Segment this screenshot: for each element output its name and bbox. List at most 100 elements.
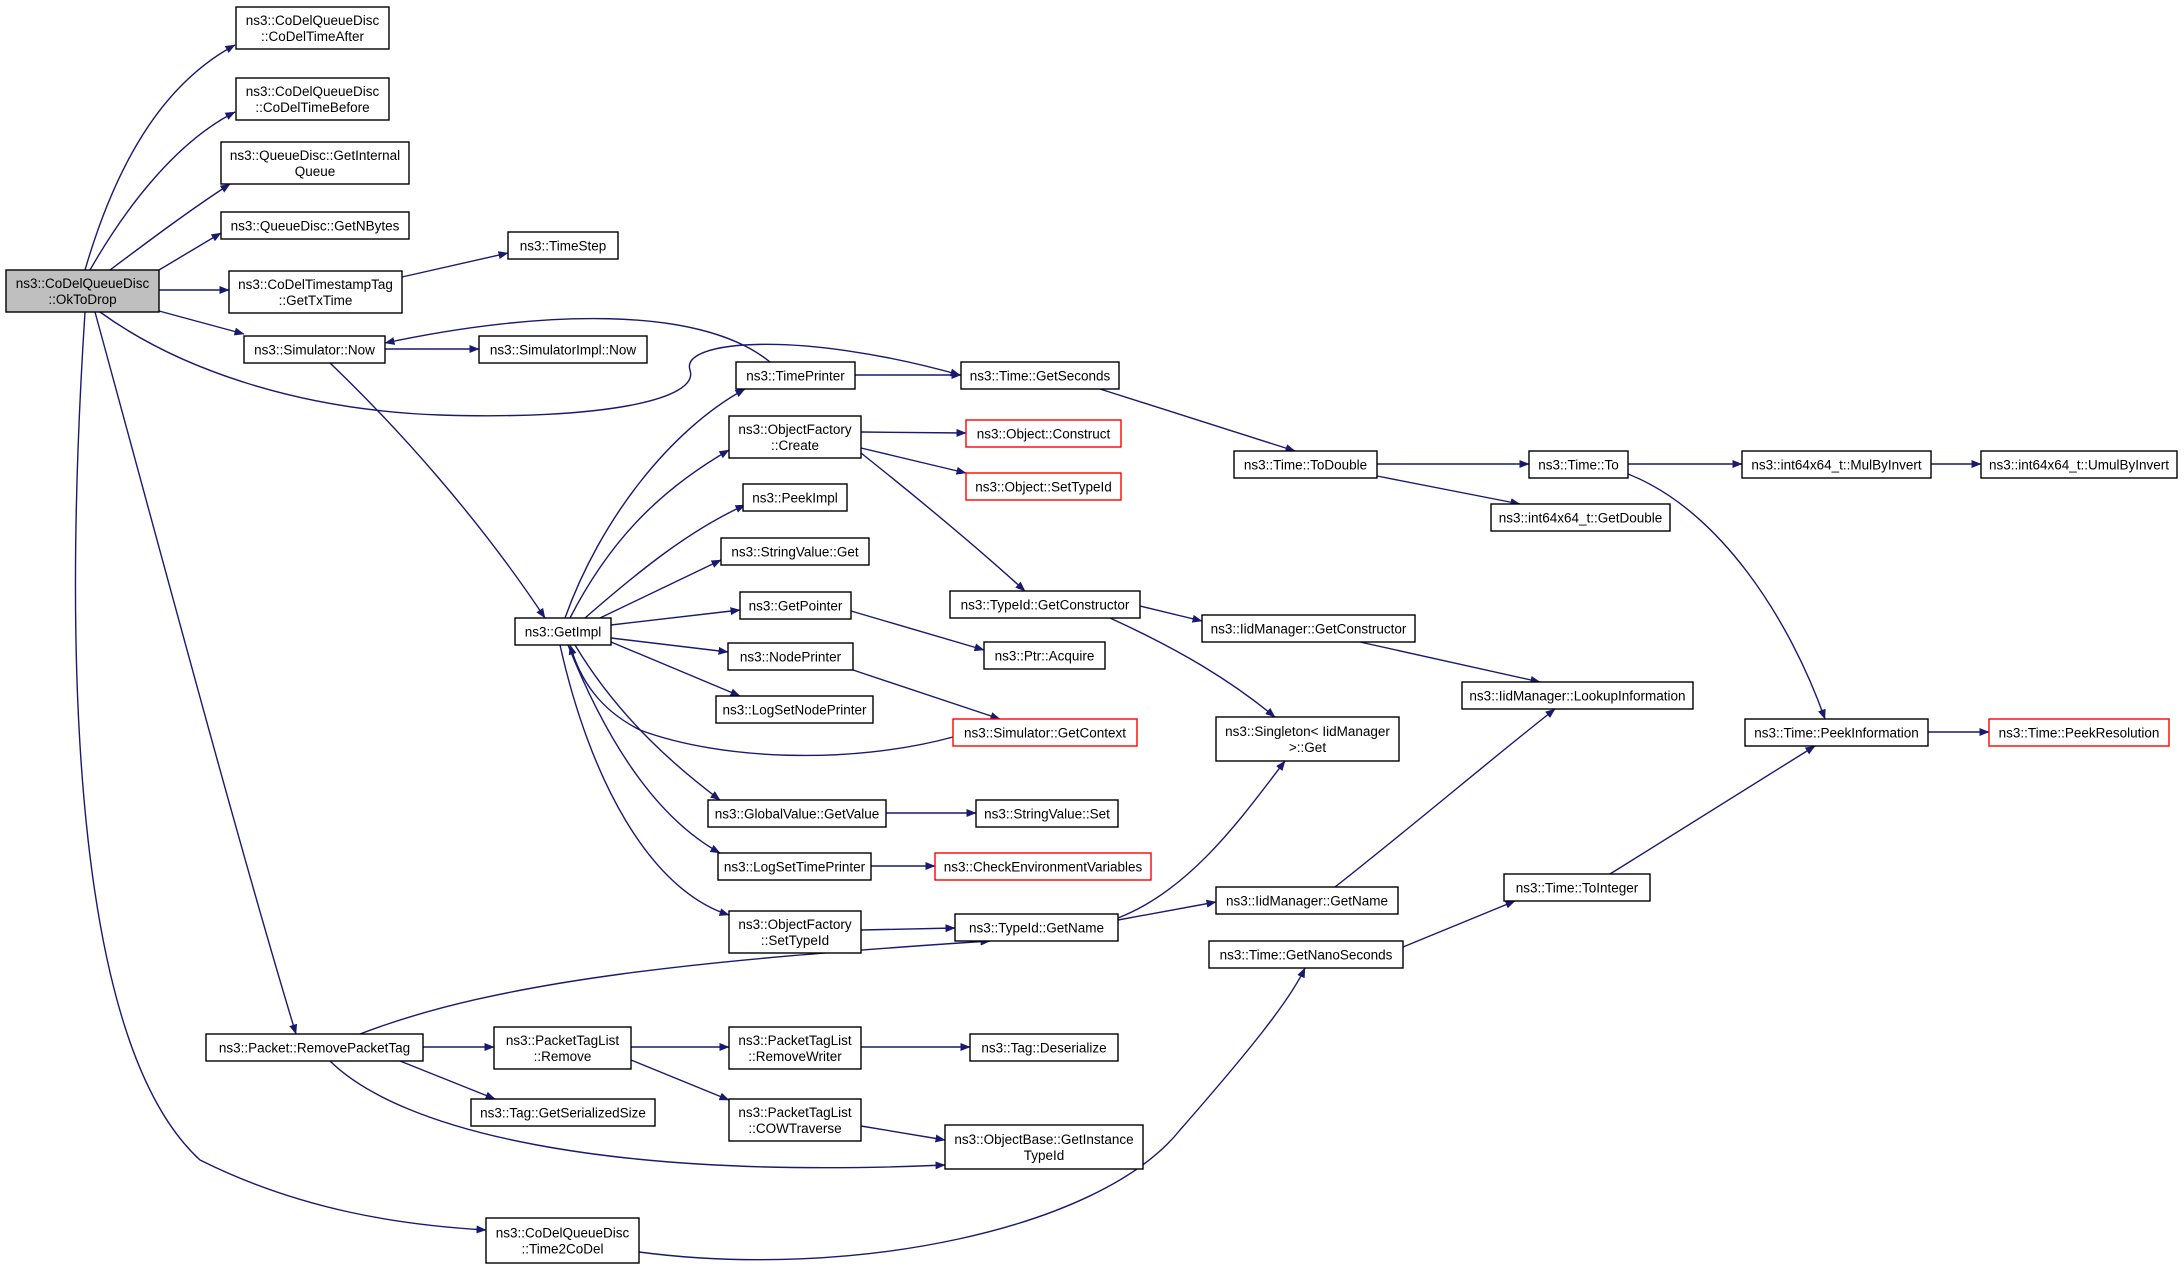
graph-node-stringValueSet[interactable]: ns3::StringValue::Set (975, 799, 1119, 828)
graph-node-tagDeserialize[interactable]: ns3::Tag::Deserialize (969, 1033, 1119, 1062)
edge-getImpl-to-objectFactorySetTypeId (559, 644, 730, 916)
edge-cowTraverse-to-getInstanceTypeId (860, 1125, 946, 1143)
graph-node-timePrinter[interactable]: ns3::TimePrinter (735, 361, 856, 390)
node-label: ns3::Time::PeekInformation (1754, 726, 1919, 741)
graph-node-simulatorImplNow[interactable]: ns3::SimulatorImpl::Now (478, 335, 648, 364)
graph-node-int64GetDouble[interactable]: ns3::int64x64_t::GetDouble (1490, 503, 1671, 532)
node-label: ns3::Simulator::GetContext (964, 726, 1126, 741)
node-box (1215, 886, 1399, 915)
graph-node-timeToDouble[interactable]: ns3::Time::ToDouble (1233, 450, 1378, 479)
node-label: ns3::QueueDisc::GetNBytes (231, 219, 400, 234)
node-label: ns3::Object::Construct (977, 427, 1111, 442)
graph-node-checkEnvVars[interactable]: ns3::CheckEnvironmentVariables (934, 852, 1152, 881)
node-layer: ns3::CoDelQueueDisc::OkToDropns3::CoDelQ… (5, 6, 2178, 1264)
node-label: ns3::GlobalValue::GetValue (715, 807, 880, 822)
node-box (739, 591, 852, 620)
edge-okToDrop-to-codelTimeAfter (84, 44, 236, 271)
node-label: ::Time2CoDel (521, 1242, 603, 1257)
graph-node-typeIdGetConstructor[interactable]: ns3::TypeId::GetConstructor (949, 590, 1141, 619)
node-box (707, 799, 887, 828)
edge-simulatorGetContext-to-getImpl (568, 644, 954, 757)
node-label: ns3::CoDelTimestampTag (238, 277, 393, 292)
graph-node-tagGetSerializedSize[interactable]: ns3::Tag::GetSerializedSize (470, 1098, 656, 1127)
node-label: ns3::ObjectBase::GetInstance (954, 1132, 1133, 1147)
node-box (944, 1124, 1144, 1170)
graph-node-ptrAcquire[interactable]: ns3::Ptr::Acquire (983, 641, 1106, 670)
graph-node-simulatorNow[interactable]: ns3::Simulator::Now (243, 335, 386, 364)
graph-node-iidGetConstructor[interactable]: ns3::IidManager::GetConstructor (1201, 614, 1416, 643)
graph-node-timeStep[interactable]: ns3::TimeStep (507, 231, 619, 260)
node-box (478, 335, 648, 364)
graph-node-objectSetTypeId[interactable]: ns3::Object::SetTypeId (965, 472, 1122, 501)
node-box (965, 472, 1122, 501)
graph-node-iidGetName[interactable]: ns3::IidManager::GetName (1215, 886, 1399, 915)
node-box (235, 77, 390, 121)
graph-node-removePacketTag[interactable]: ns3::Packet::RemovePacketTag (205, 1033, 424, 1062)
node-box (715, 695, 874, 724)
node-label: ns3::Packet::RemovePacketTag (219, 1041, 410, 1056)
graph-node-objectFactorySetTypeId[interactable]: ns3::ObjectFactory::SetTypeId (728, 910, 862, 954)
graph-node-typeIdGetName[interactable]: ns3::TypeId::GetName (954, 913, 1119, 942)
edge-getImpl-to-stringValueGet (599, 559, 722, 619)
node-label: ns3::Time::ToDouble (1244, 458, 1367, 473)
node-label: ns3::CoDelQueueDisc (246, 84, 380, 99)
node-label: ns3::Time::GetSeconds (970, 369, 1111, 384)
node-label: ns3::PeekImpl (752, 491, 838, 506)
graph-node-nodePrinter[interactable]: ns3::NodePrinter (727, 642, 854, 671)
graph-node-stringValueGet[interactable]: ns3::StringValue::Get (720, 537, 870, 566)
graph-node-codelTimeAfter[interactable]: ns3::CoDelQueueDisc::CoDelTimeAfter (235, 6, 390, 50)
graph-node-getPointer[interactable]: ns3::GetPointer (739, 591, 852, 620)
node-box (965, 419, 1122, 448)
graph-node-globalValueGetValue[interactable]: ns3::GlobalValue::GetValue (707, 799, 887, 828)
node-box (1201, 614, 1416, 643)
graph-node-timeToInteger[interactable]: ns3::Time::ToInteger (1503, 873, 1651, 902)
graph-node-peekResolution[interactable]: ns3::Time::PeekResolution (1988, 718, 2170, 747)
graph-node-timeTo[interactable]: ns3::Time::To (1528, 450, 1629, 479)
graph-node-getNanoSeconds[interactable]: ns3::Time::GetNanoSeconds (1208, 940, 1404, 969)
graph-node-peekInformation[interactable]: ns3::Time::PeekInformation (1744, 718, 1929, 747)
edge-removePacketTag-to-tagGetSerializedSize (399, 1060, 496, 1100)
graph-node-objectFactoryCreate[interactable]: ns3::ObjectFactory::Create (728, 415, 862, 459)
node-label: ns3::TimeStep (520, 239, 607, 254)
node-box (1208, 940, 1404, 969)
graph-node-time2CoDel[interactable]: ns3::CoDelQueueDisc::Time2CoDel (485, 1217, 640, 1264)
node-label: ns3::NodePrinter (740, 650, 842, 665)
node-box (1233, 450, 1378, 479)
graph-node-codelTimeBefore[interactable]: ns3::CoDelQueueDisc::CoDelTimeBefore (235, 77, 390, 121)
graph-node-getNBytes[interactable]: ns3::QueueDisc::GetNBytes (220, 211, 410, 240)
node-box (220, 211, 410, 240)
edge-timeToDouble-to-int64GetDouble (1376, 475, 1521, 507)
graph-node-mulByInvert[interactable]: ns3::int64x64_t::MulByInvert (1741, 450, 1932, 479)
edge-getPointer-to-ptrAcquire (850, 610, 985, 652)
node-label: ns3::Time::GetNanoSeconds (1220, 948, 1393, 963)
graph-node-logSetNodePrinter[interactable]: ns3::LogSetNodePrinter (715, 695, 874, 724)
graph-node-packetTagListRemove[interactable]: ns3::PacketTagList::Remove (493, 1026, 632, 1070)
graph-node-umulByInvert[interactable]: ns3::int64x64_t::UmulByInvert (1980, 450, 2178, 479)
edge-layer (74, 44, 1990, 1261)
graph-node-timeGetSeconds[interactable]: ns3::Time::GetSeconds (960, 361, 1120, 390)
graph-node-lookupInformation[interactable]: ns3::IidManager::LookupInformation (1461, 681, 1694, 710)
graph-node-cowTraverse[interactable]: ns3::PacketTagList::COWTraverse (728, 1098, 862, 1142)
node-box (228, 270, 403, 314)
graph-node-objectConstruct[interactable]: ns3::Object::Construct (965, 419, 1122, 448)
graph-node-getTxTime[interactable]: ns3::CoDelTimestampTag::GetTxTime (228, 270, 403, 314)
graph-node-simulatorGetContext[interactable]: ns3::Simulator::GetContext (952, 718, 1138, 747)
edge-getImpl-to-getPointer (610, 607, 741, 626)
graph-node-okToDrop[interactable]: ns3::CoDelQueueDisc::OkToDrop (5, 269, 160, 313)
graph-node-singletonGet[interactable]: ns3::Singleton< IidManager >::Get (1215, 716, 1400, 762)
node-box (975, 799, 1119, 828)
node-label: ns3::SimulatorImpl::Now (490, 343, 637, 358)
node-label: ns3::Time::To (1538, 458, 1619, 473)
node-label: ns3::ObjectFactory (738, 917, 852, 932)
node-label: ns3::Time::PeekResolution (1999, 726, 2160, 741)
node-label: ::COWTraverse (748, 1121, 841, 1136)
edge-objectFactoryCreate-to-objectConstruct (860, 428, 967, 437)
graph-node-getImpl[interactable]: ns3::GetImpl (514, 617, 612, 646)
node-label: ns3::int64x64_t::MulByInvert (1751, 458, 1922, 473)
graph-node-peekImpl[interactable]: ns3::PeekImpl (742, 483, 848, 512)
edge-getImpl-to-globalValueGetValue (574, 644, 721, 801)
graph-node-logSetTimePrinter[interactable]: ns3::LogSetTimePrinter (717, 852, 872, 881)
graph-node-removeWriter[interactable]: ns3::PacketTagList::RemoveWriter (728, 1026, 862, 1070)
